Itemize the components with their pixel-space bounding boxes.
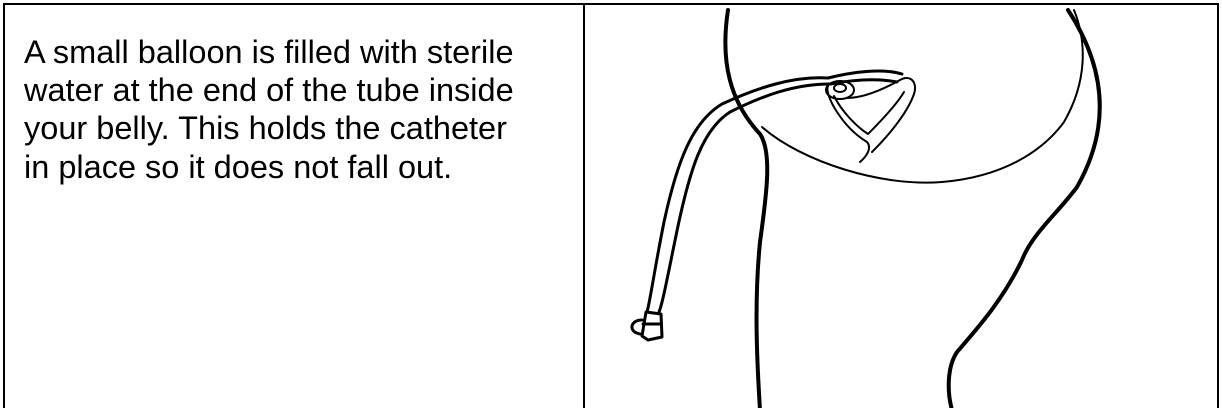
bladder-outline [762, 10, 1083, 183]
catheter-tube [647, 71, 902, 312]
instruction-table: A small balloon is filled with sterile w… [3, 3, 1219, 408]
catheter-balloon-illustration [585, 5, 1217, 408]
body-outline [725, 10, 1099, 408]
text-cell: A small balloon is filled with sterile w… [5, 5, 585, 408]
instruction-text: A small balloon is filled with sterile w… [24, 33, 524, 186]
illustration-cell [585, 5, 1217, 408]
catheter-cap [632, 312, 662, 340]
